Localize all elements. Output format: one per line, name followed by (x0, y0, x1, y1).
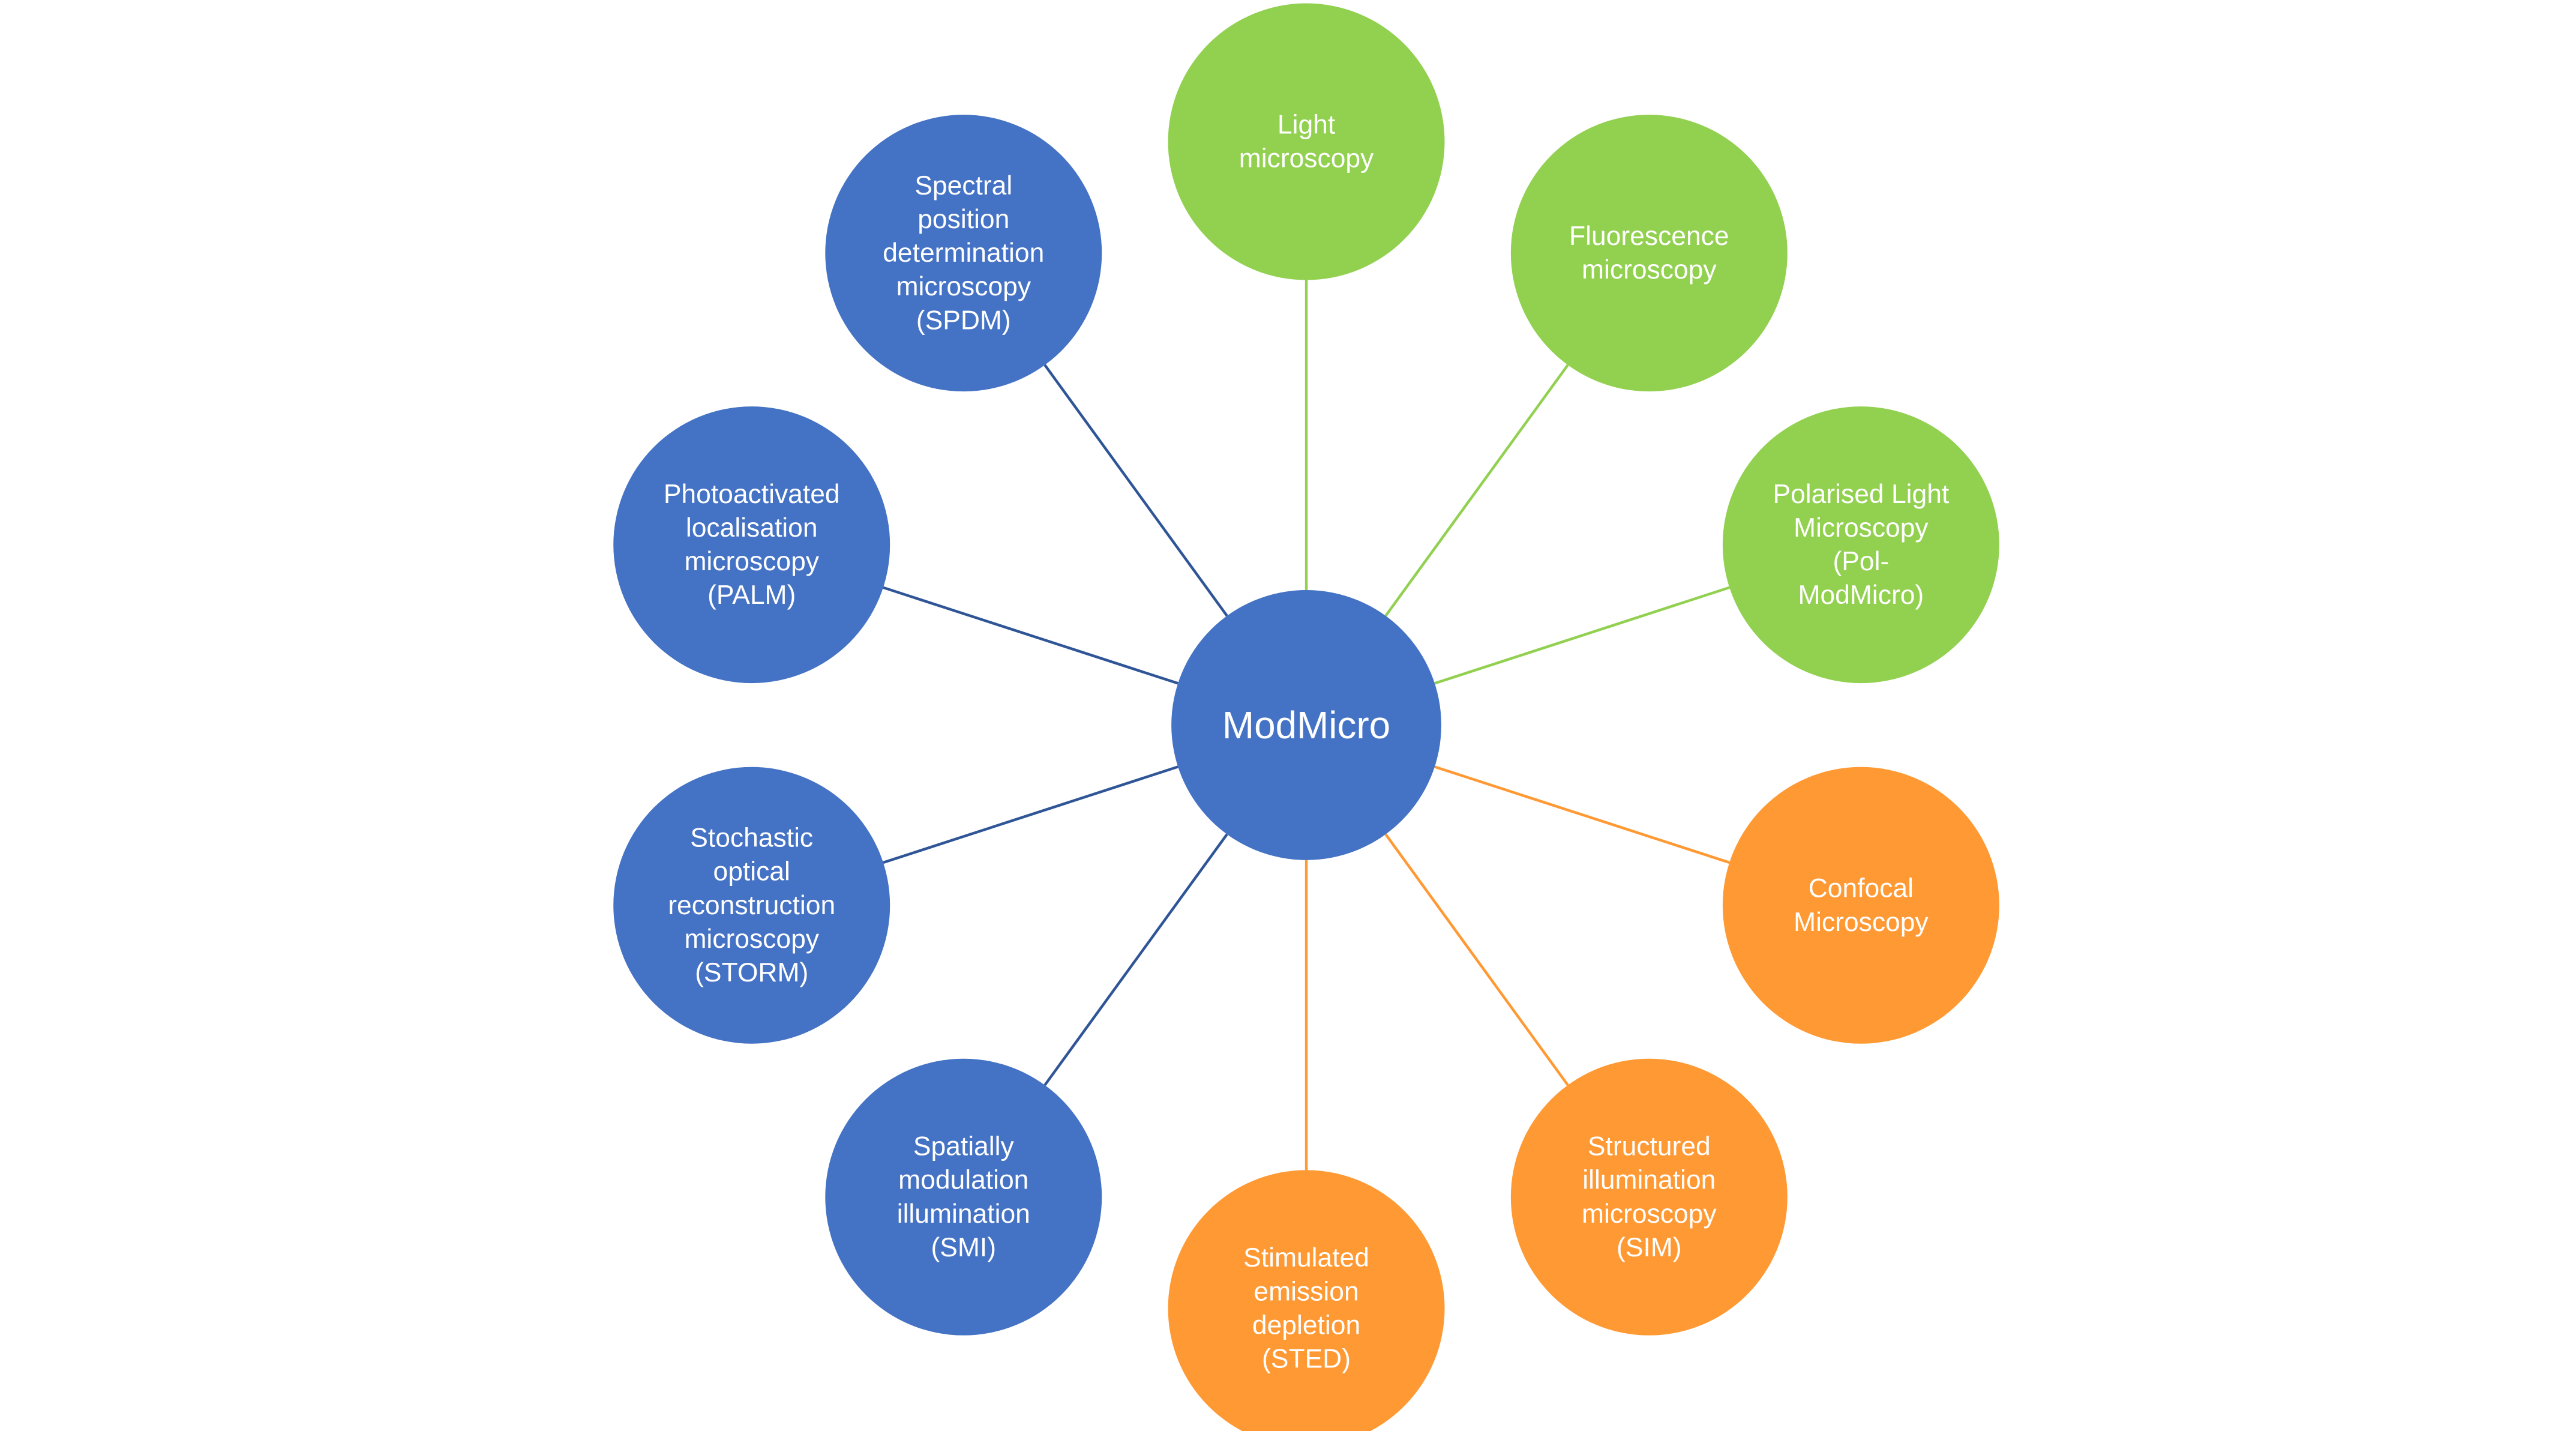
node-label-line: Microscopy (1794, 908, 1929, 937)
diagram-nodes: LightmicroscopyFluorescencemicroscopyPol… (613, 3, 1999, 1431)
node-circle-photoactivated-localisation-microscopy (613, 406, 890, 684)
node-circle-spatially-modulation-illumination (825, 1058, 1102, 1336)
node-label-line: position (917, 205, 1009, 234)
node-label-line: (PALM) (707, 580, 796, 610)
node-spatially-modulation-illumination: Spatially modulation illumination (SMI) (825, 1058, 1102, 1336)
node-label-line: (SMI) (931, 1233, 997, 1262)
node-label-line: microscopy (896, 272, 1031, 301)
node-label-line: localisation (686, 513, 818, 543)
node-photoactivated-localisation-microscopy: Photoactivated localisation microscopy (PAL… (613, 406, 890, 684)
connector-fluorescence-microscopy (1384, 364, 1569, 617)
node-label-line: Light (1277, 110, 1336, 139)
center-node: ModMicro (1171, 590, 1441, 860)
center-circle (1171, 590, 1441, 860)
node-light-microscopy: Light microscopy (1168, 3, 1445, 280)
node-label-line: (SIM) (1617, 1233, 1682, 1262)
connector-stochastic-optical-reconstruction-microscopy (883, 765, 1178, 864)
node-label-line: ModMicro) (1798, 580, 1924, 610)
node-label-line: emission (1253, 1277, 1359, 1306)
node-circle-polarised-light-microscopy (1722, 406, 1999, 684)
node-label-line: microscopy (1582, 1199, 1717, 1229)
node-label-line: (Pol- (1833, 547, 1889, 576)
node-circle-fluorescence-microscopy (1510, 115, 1788, 392)
connector-confocal-microscopy (1434, 765, 1730, 864)
connector-lines (883, 280, 1730, 1170)
node-label-line: depletion (1252, 1310, 1360, 1340)
node-structured-illumination-microscopy: Structured illumination microscopy (SIM) (1510, 1058, 1788, 1336)
node-circle-stochastic-optical-reconstruction-microscopy (613, 767, 890, 1044)
node-label-line: (STED) (1262, 1344, 1351, 1373)
node-label-line: Stochastic (690, 824, 813, 853)
node-label-line: modulation (898, 1166, 1028, 1195)
center-label: ModMicro (1222, 703, 1390, 747)
connector-structured-illumination-microscopy (1384, 833, 1569, 1086)
node-circle-light-microscopy (1168, 3, 1445, 280)
node-spectral-position-determination-microscopy: Spectral position determination microscopy (… (825, 115, 1102, 392)
node-circle-stimulated-emission-depletion (1168, 1170, 1445, 1431)
node-stochastic-optical-reconstruction-microscopy: Stochastic optical reconstruction microscop… (613, 767, 890, 1044)
node-label-line: microscopy (1582, 255, 1717, 285)
node-label-line: reconstruction (668, 891, 835, 920)
node-fluorescence-microscopy: Fluorescence microscopy (1510, 115, 1788, 392)
node-label-line: Microscopy (1794, 513, 1929, 543)
node-label-line: microscopy (684, 547, 819, 576)
node-label-line: microscopy (1239, 144, 1374, 173)
node-label-line: Fluorescence (1569, 221, 1729, 251)
node-label-line: Spatially (913, 1132, 1015, 1161)
node-label-line: Structured (1588, 1132, 1711, 1161)
connector-spectral-position-determination-microscopy (1043, 364, 1228, 617)
node-label-line: optical (713, 857, 790, 887)
node-label-line: (STORM) (695, 958, 808, 987)
node-label-line: Confocal (1809, 874, 1914, 903)
node-label-line: illumination (897, 1199, 1030, 1229)
node-circle-structured-illumination-microscopy (1510, 1058, 1788, 1336)
connector-photoactivated-localisation-microscopy (883, 586, 1178, 685)
node-label-line: illumination (1582, 1166, 1716, 1195)
node-circle-spectral-position-determination-microscopy (825, 115, 1102, 392)
node-label-line: Polarised Light (1773, 480, 1949, 509)
node-label-line: Photoactivated (664, 480, 840, 509)
node-label-line: (SPDM) (916, 306, 1011, 335)
node-label-line: determination (883, 238, 1044, 268)
node-stimulated-emission-depletion: Stimulated emission depletion (STED) (1168, 1170, 1445, 1431)
node-label-line: microscopy (684, 924, 819, 954)
node-label-line: Stimulated (1243, 1243, 1369, 1273)
connector-spatially-modulation-illumination (1043, 833, 1228, 1086)
connector-polarised-light-microscopy (1434, 586, 1730, 685)
node-label-line: Spectral (914, 171, 1012, 200)
node-circle-confocal-microscopy (1722, 767, 1999, 1044)
